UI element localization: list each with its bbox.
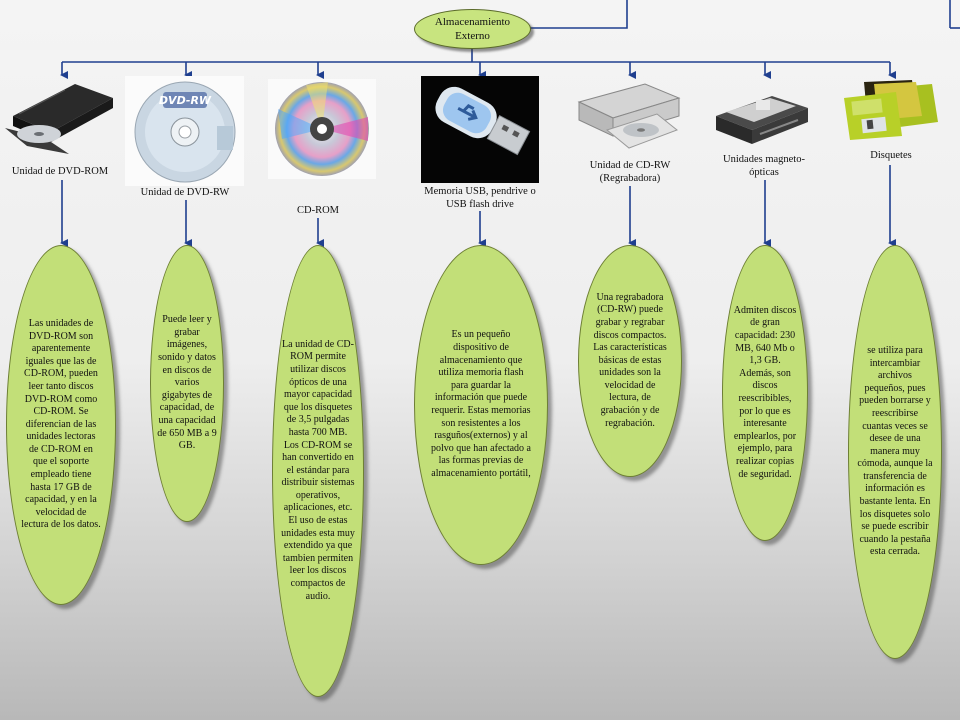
root-label-line2: Externo xyxy=(455,30,490,42)
magneto-optical-drive-icon xyxy=(716,96,808,144)
top-connector-line xyxy=(528,0,628,29)
cd-rom-disc-icon xyxy=(268,79,376,179)
description-text: Las unidades de DVD-ROM son aparentement… xyxy=(21,317,101,531)
caption-cd-rom: CD-ROM xyxy=(296,205,339,216)
description-text: se utiliza para intercambiar archivos pe… xyxy=(857,344,933,558)
caption-dvd-rom: Unidad de DVD-ROM xyxy=(11,166,109,177)
floppy-disks-icon xyxy=(844,80,938,140)
description-oval-dvd-rw: Puede leer y grabar imágenes, sonido y d… xyxy=(150,245,224,522)
description-oval-cd-rom: La unidad de CD-ROM permite utilizar dis… xyxy=(272,245,364,697)
caption-magneto-optical: Unidades magneto-ópticas xyxy=(723,154,805,178)
description-oval-dvd-rom: Las unidades de DVD-ROM son aparentement… xyxy=(6,245,116,605)
description-text: La unidad de CD-ROM permite utilizar dis… xyxy=(281,338,355,602)
caption-dvd-rw: Unidad de DVD-RW xyxy=(140,187,230,198)
description-text: Una regrabadora (CD-RW) puede grabar y r… xyxy=(593,291,667,429)
dvd-rom-drive-icon xyxy=(5,84,113,154)
description-oval-disquetes: se utiliza para intercambiar archivos pe… xyxy=(848,245,942,659)
caption-cd-rw: Unidad de CD-RW (Regrabadora) xyxy=(589,160,671,184)
cd-rw-drive-icon xyxy=(577,83,681,149)
description-text: Es un pequeño dispositivo de almacenamie… xyxy=(431,329,531,479)
description-oval-usb: Es un pequeño dispositivo de almacenamie… xyxy=(414,245,548,565)
caption-usb: Memoria USB, pendrive o USB flash drive xyxy=(424,186,536,210)
usb-flash-drive-icon xyxy=(421,76,539,183)
description-text: Puede leer y grabar imágenes, sonido y d… xyxy=(157,314,217,452)
description-text: Admiten discos de gran capacidad: 230 MB… xyxy=(733,304,797,480)
root-node: Almacenamiento Externo xyxy=(414,9,531,49)
dvd-rw-disc-icon: DVD-RW xyxy=(125,76,244,186)
root-label-line1: Almacenamiento xyxy=(434,16,511,28)
description-oval-magneto-optical: Admiten discos de gran capacidad: 230 MB… xyxy=(722,245,808,541)
dvd-rw-disc-label: DVD-RW xyxy=(159,94,212,107)
caption-disquetes: Disquetes xyxy=(870,150,912,161)
description-oval-cd-rw: Una regrabadora (CD-RW) puede grabar y r… xyxy=(578,245,682,477)
